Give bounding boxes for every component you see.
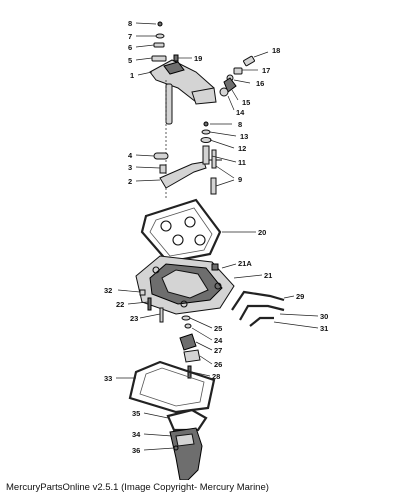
callout-18: 18 [272,46,280,55]
copyright-footer: MercuryPartsOnline v2.5.1 (Image Copyrig… [6,482,269,493]
gasket-part-35 [166,408,208,432]
callout-19: 19 [194,54,202,63]
callout-29: 29 [296,292,304,301]
left-fasteners-parts-22-32 [139,289,164,323]
callout-8-right: 8 [238,120,242,129]
callout-23: 23 [130,314,138,323]
callout-26: 26 [214,360,222,369]
callout-28: 28 [212,372,220,381]
callout-11: 11 [238,158,246,167]
callout-20: 20 [258,228,266,237]
fitting-part-21a [211,263,219,271]
callout-7: 7 [128,32,132,41]
callout-36: 36 [132,446,140,455]
callout-12: 12 [238,144,246,153]
exhaust-tube-part-34 [169,427,203,480]
callout-15: 15 [242,98,250,107]
gasket-strips-parts-29-31 [231,290,285,327]
callout-13: 13 [240,132,248,141]
screw-part-19 [173,54,179,62]
callout-labels: 8 7 6 5 1 19 18 17 16 15 14 8 13 12 11 9… [104,19,328,455]
callout-22: 22 [116,300,124,309]
right-stack-hardware [200,121,217,195]
small-hardware-stack [151,21,167,62]
callout-24: 24 [214,336,223,345]
callout-25: 25 [214,324,222,333]
callout-33: 33 [104,374,112,383]
callout-3: 3 [128,163,132,172]
exploded-parts-diagram: 8 7 6 5 1 19 18 17 16 15 14 8 13 12 11 9… [104,19,328,480]
callout-21: 21 [264,271,272,280]
callout-4: 4 [128,151,133,160]
callout-6: 6 [128,43,132,52]
callout-32: 32 [104,286,112,295]
adapter-plate-part-21 [135,255,235,315]
gasket-part-20 [140,198,222,264]
callout-31: 31 [320,324,328,333]
callout-2: 2 [128,177,132,186]
callout-34: 34 [132,430,141,439]
link-rod-parts-2-4 [153,152,222,189]
leader-lines [116,22,319,451]
callout-35: 35 [132,409,140,418]
fastener-part-36 [173,445,179,451]
callout-8-top: 8 [128,19,132,28]
callout-21a: 21A [238,259,252,268]
callout-9: 9 [238,175,242,184]
callout-14: 14 [236,108,245,117]
callout-30: 30 [320,312,328,321]
callout-17: 17 [262,66,270,75]
callout-1: 1 [130,71,134,80]
callout-5: 5 [128,56,132,65]
callout-27: 27 [214,346,222,355]
gasket-part-33 [128,360,216,414]
linkage-arm-part-1 [149,59,217,125]
callout-16: 16 [256,79,264,88]
right-hardware-group [219,55,255,97]
